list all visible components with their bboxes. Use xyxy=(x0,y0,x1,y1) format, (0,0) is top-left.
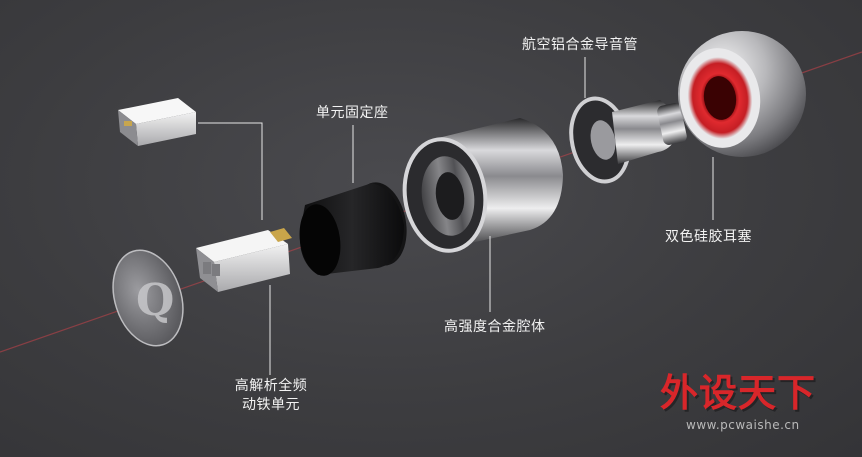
label-alloy-cavity: 高强度合金腔体 xyxy=(444,319,546,335)
eartip xyxy=(678,31,806,157)
watermark-url: www.pcwaishe.cn xyxy=(686,418,800,432)
logo-faceplate: Q xyxy=(112,249,184,347)
site-watermark: 外设天下 www.pcwaishe.cn xyxy=(660,362,860,457)
label-sound-tube: 航空铝合金导音管 xyxy=(522,37,638,53)
alloy-cavity xyxy=(402,118,563,253)
watermark-title: 外设天下 xyxy=(660,370,817,415)
driver-box-bottom xyxy=(196,228,292,292)
unit-seat xyxy=(299,182,407,276)
svg-text:Q: Q xyxy=(136,275,174,326)
label-driver-line2: 动铁单元 xyxy=(242,397,300,413)
label-eartip: 双色硅胶耳塞 xyxy=(665,229,752,245)
sound-tube xyxy=(569,96,687,184)
label-unit-seat: 单元固定座 xyxy=(316,105,389,121)
label-driver: 高解析全频 动铁单元 xyxy=(232,377,310,415)
label-driver-line1: 高解析全频 xyxy=(234,378,308,394)
leader-lines xyxy=(198,57,714,375)
driver-box-top xyxy=(118,98,196,146)
